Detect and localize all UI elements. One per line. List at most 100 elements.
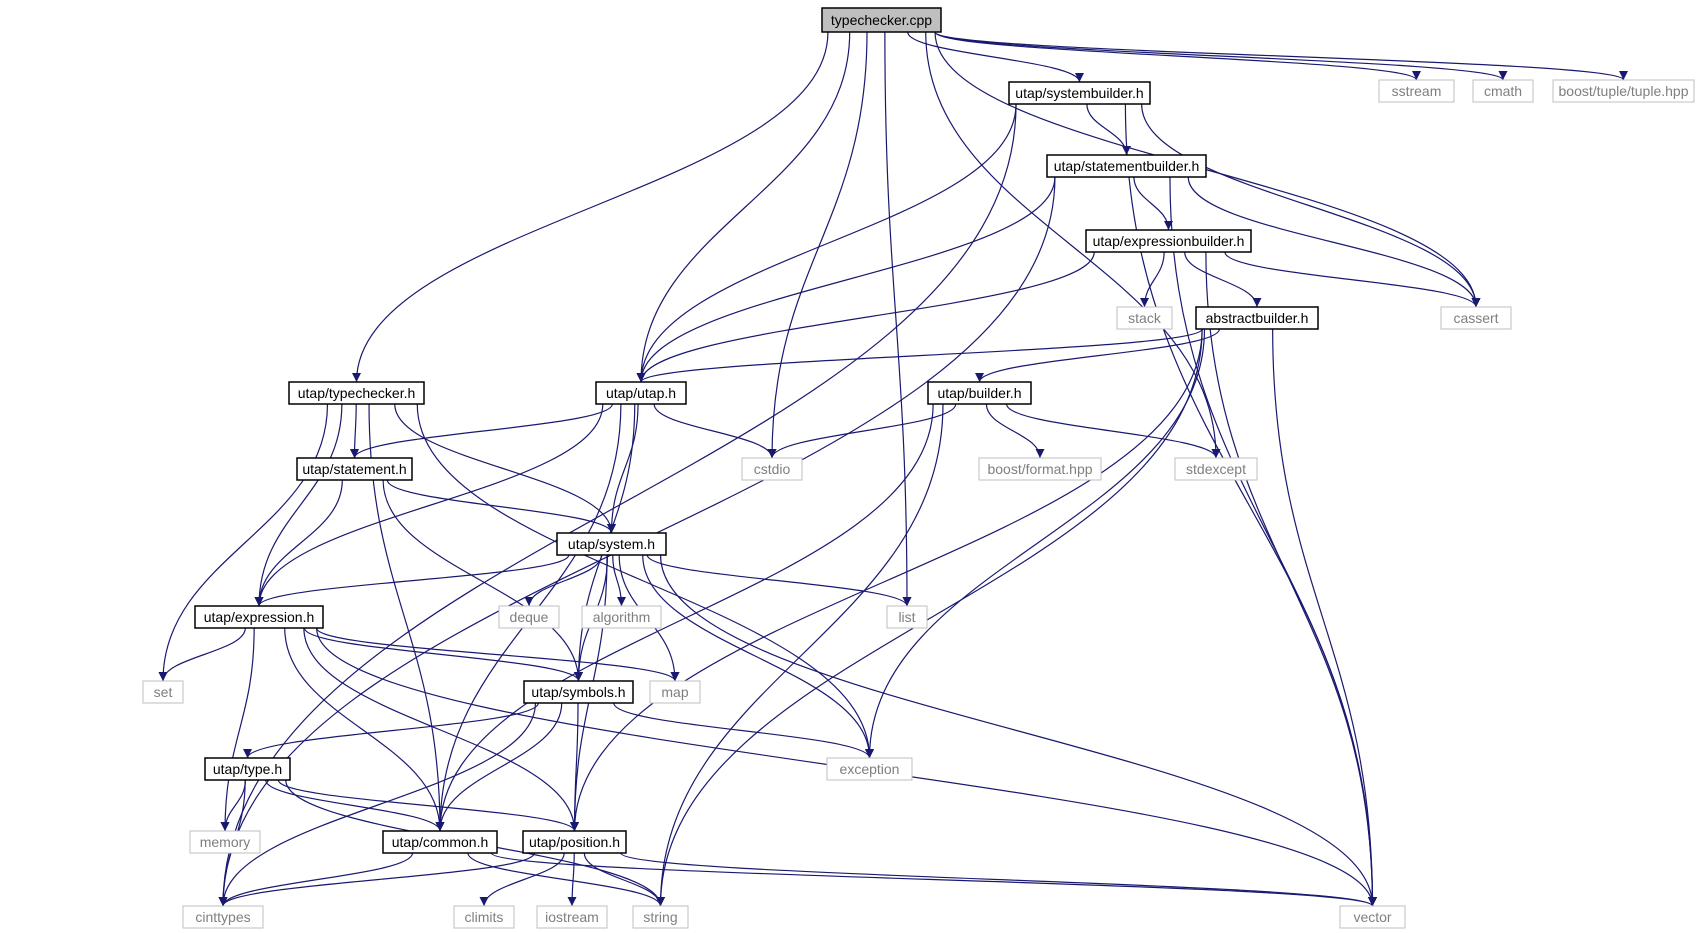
edge-typechecker_cpp-to-list xyxy=(884,31,912,607)
node-builder[interactable]: utap/builder.h xyxy=(927,381,1032,405)
node-box-deque xyxy=(498,605,560,629)
edge-typechecker_h-to-exception xyxy=(416,403,874,759)
node-box-exception xyxy=(826,757,913,781)
node-exception: exception xyxy=(826,757,913,781)
edge-position-to-vector xyxy=(620,852,1377,907)
node-position[interactable]: utap/position.h xyxy=(522,830,627,854)
edge-system-to-expression xyxy=(254,554,570,607)
node-box-climits xyxy=(453,905,515,929)
node-label-cmath: cmath xyxy=(1484,83,1522,99)
node-label-deque: deque xyxy=(510,609,549,625)
node-box-expressionbuilder xyxy=(1085,229,1252,253)
node-sstream: sstream xyxy=(1378,79,1455,103)
edge-symbols-to-position xyxy=(570,702,580,832)
node-system[interactable]: utap/system.h xyxy=(556,532,667,556)
edge-typechecker_h-to-statement xyxy=(350,403,360,459)
node-label-abstractbuilder: abstractbuilder.h xyxy=(1206,310,1309,326)
edge-position-to-string xyxy=(583,852,665,907)
node-type[interactable]: utap/type.h xyxy=(204,757,291,781)
node-typechecker_cpp[interactable]: typechecker.cpp xyxy=(821,7,942,33)
node-box-map xyxy=(649,680,701,704)
node-label-list: list xyxy=(898,609,915,625)
edge-type-to-position xyxy=(277,779,579,832)
edge-typechecker_cpp-to-cstdio xyxy=(767,31,868,459)
node-box-string xyxy=(632,905,689,929)
node-expression[interactable]: utap/expression.h xyxy=(194,605,324,629)
node-label-builder: utap/builder.h xyxy=(937,385,1021,401)
node-box-typechecker_cpp xyxy=(821,7,942,33)
edge-expressionbuilder-to-abstractbuilder xyxy=(1184,251,1262,308)
edge-expression-to-set xyxy=(158,627,246,682)
edge-symbols-to-cinttypes xyxy=(218,702,537,907)
edge-expression-to-symbols xyxy=(303,627,583,682)
node-abstractbuilder[interactable]: abstractbuilder.h xyxy=(1195,306,1319,330)
edge-systembuilder-to-cassert xyxy=(1141,103,1481,308)
node-statementbuilder[interactable]: utap/statementbuilder.h xyxy=(1046,154,1207,178)
node-label-stdexcept: stdexcept xyxy=(1186,461,1246,477)
node-typechecker_h[interactable]: utap/typechecker.h xyxy=(288,381,425,405)
node-label-algorithm: algorithm xyxy=(593,609,651,625)
edge-system-to-exception xyxy=(642,554,874,759)
node-tuple: boost/tuple/tuple.hpp xyxy=(1552,79,1695,103)
edge-common-to-string xyxy=(467,852,665,907)
edge-expression-to-memory xyxy=(220,627,255,832)
edge-typechecker_cpp-to-cmath xyxy=(934,31,1508,81)
edge-typechecker_h-to-expression xyxy=(254,403,343,607)
node-box-expression xyxy=(194,605,324,629)
node-label-string: string xyxy=(643,909,677,925)
node-label-climits: climits xyxy=(465,909,504,925)
node-cstdio: cstdio xyxy=(741,457,803,481)
edge-typechecker_h-to-system xyxy=(394,403,616,534)
edge-expressionbuilder-to-cassert xyxy=(1224,251,1481,308)
node-statement[interactable]: utap/statement.h xyxy=(296,457,413,481)
edge-typechecker_cpp-to-typechecker_h xyxy=(352,31,829,383)
node-label-cstdio: cstdio xyxy=(754,461,791,477)
node-box-tuple xyxy=(1552,79,1695,103)
edge-common-to-cinttypes xyxy=(218,852,414,907)
node-utap_h[interactable]: utap/utap.h xyxy=(595,381,687,405)
node-iostream: iostream xyxy=(536,905,608,929)
edge-systembuilder-to-vector xyxy=(1124,103,1377,907)
edge-statementbuilder-to-cassert xyxy=(1187,176,1481,308)
edge-systembuilder-to-statementbuilder xyxy=(1086,103,1131,156)
node-label-type: utap/type.h xyxy=(213,761,282,777)
node-common[interactable]: utap/common.h xyxy=(382,830,498,854)
node-label-sstream: sstream xyxy=(1392,83,1442,99)
node-box-position xyxy=(522,830,627,854)
node-label-utap_h: utap/utap.h xyxy=(606,385,676,401)
node-label-boostformat: boost/format.hpp xyxy=(987,461,1092,477)
edge-position-to-cinttypes xyxy=(218,852,535,907)
edge-utap_h-to-expression xyxy=(254,403,604,607)
node-label-cassert: cassert xyxy=(1453,310,1498,326)
node-stdexcept: stdexcept xyxy=(1174,457,1258,481)
edge-builder-to-cstdio xyxy=(767,403,957,459)
node-label-set: set xyxy=(154,684,173,700)
node-systembuilder[interactable]: utap/systembuilder.h xyxy=(1008,81,1151,105)
node-label-expression: utap/expression.h xyxy=(204,609,315,625)
edge-builder-to-string xyxy=(656,403,944,907)
edge-typechecker_cpp-to-systembuilder xyxy=(907,31,1084,83)
edge-typechecker_cpp-to-stdexcept xyxy=(925,31,1221,459)
node-box-abstractbuilder xyxy=(1195,306,1319,330)
node-box-set xyxy=(142,680,184,704)
edge-builder-to-stdexcept xyxy=(1005,403,1221,459)
node-label-stack: stack xyxy=(1128,310,1162,326)
node-box-statementbuilder xyxy=(1046,154,1207,178)
node-symbols[interactable]: utap/symbols.h xyxy=(523,680,634,704)
node-label-cinttypes: cinttypes xyxy=(195,909,250,925)
edge-statement-to-symbols xyxy=(382,479,583,682)
edge-symbols-to-type xyxy=(243,702,540,759)
node-expressionbuilder[interactable]: utap/expressionbuilder.h xyxy=(1085,229,1252,253)
edge-abstractbuilder-to-exception xyxy=(865,328,1206,759)
edge-utap_h-to-system xyxy=(607,403,639,534)
edge-abstractbuilder-to-builder xyxy=(975,328,1220,383)
node-deque: deque xyxy=(498,605,560,629)
node-label-expressionbuilder: utap/expressionbuilder.h xyxy=(1093,233,1245,249)
edge-expression-to-map xyxy=(316,627,680,682)
node-list: list xyxy=(886,605,928,629)
node-label-position: utap/position.h xyxy=(529,834,620,850)
edge-expressionbuilder-to-stack xyxy=(1140,251,1165,308)
node-cmath: cmath xyxy=(1472,79,1534,103)
node-string: string xyxy=(632,905,689,929)
edge-position-to-climits xyxy=(479,852,565,907)
